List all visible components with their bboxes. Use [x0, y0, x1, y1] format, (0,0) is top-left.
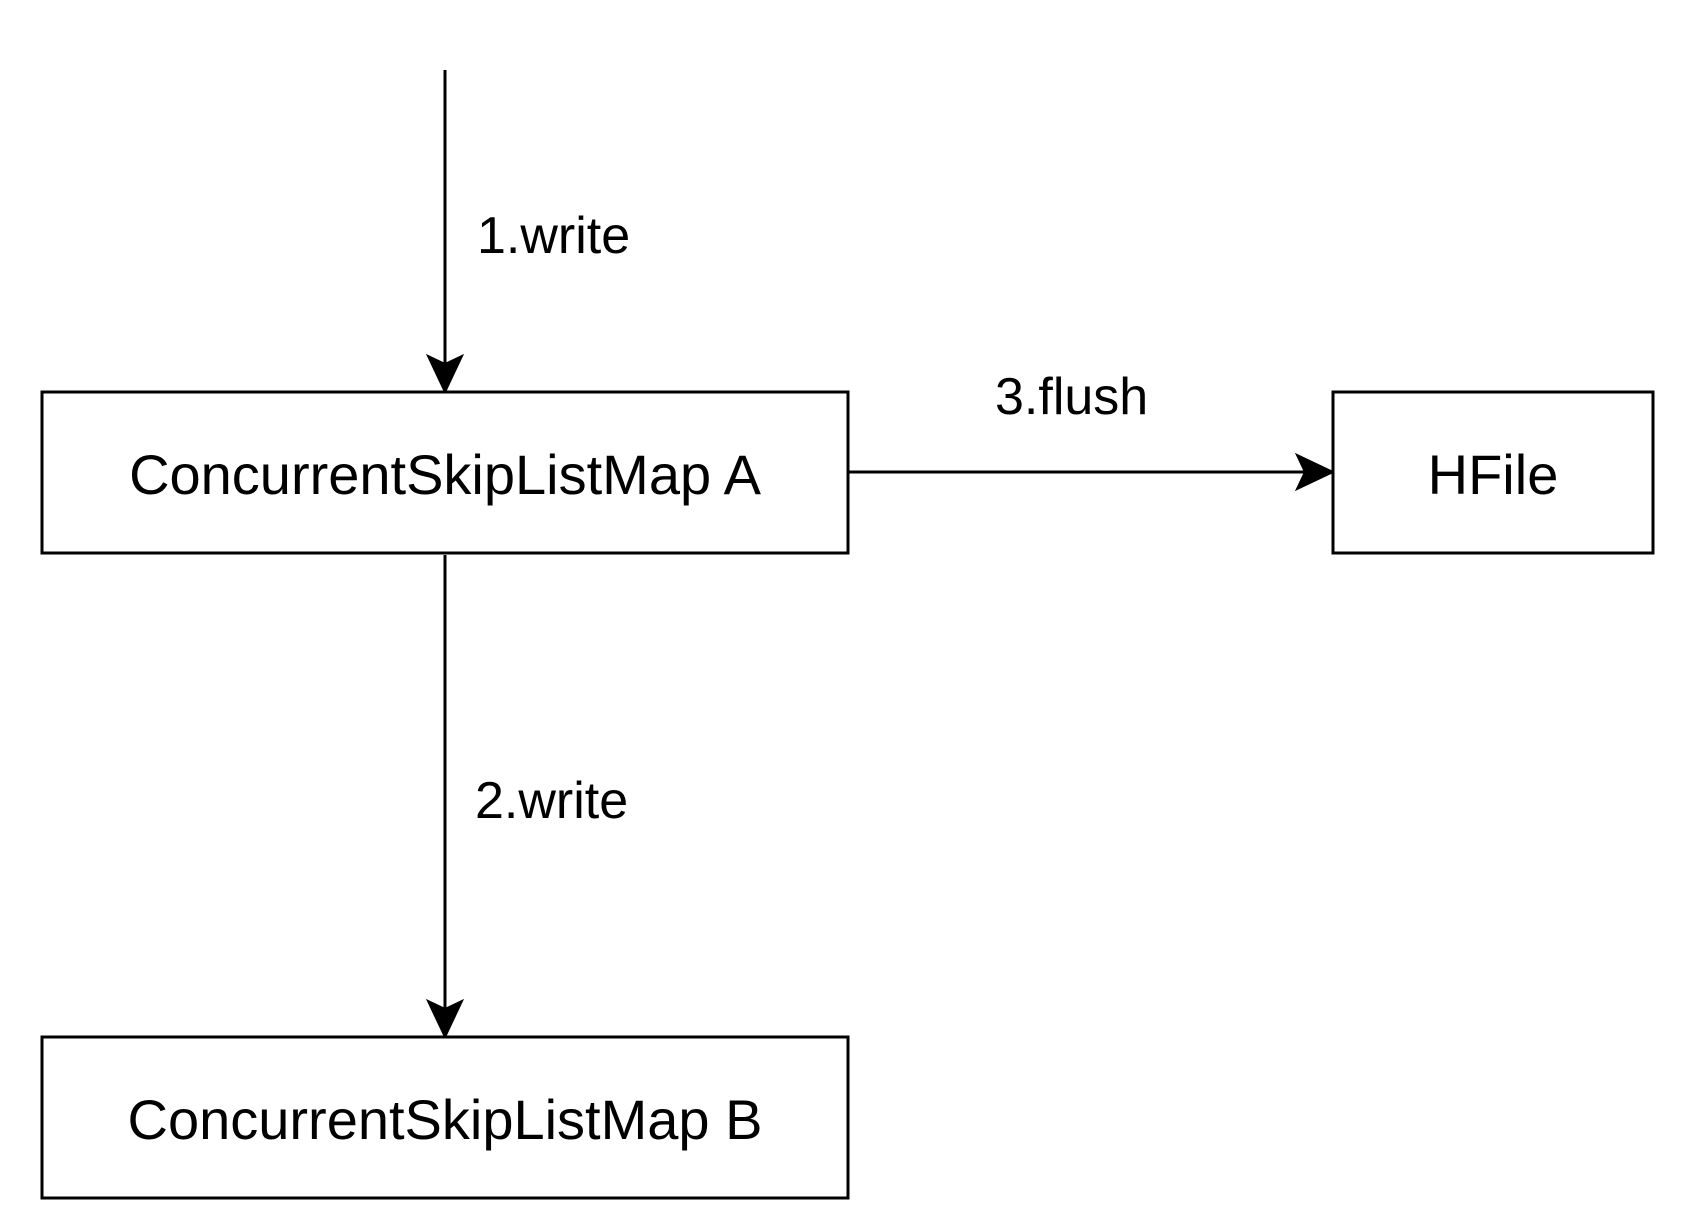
- hfile-box: [1331, 390, 1655, 555]
- flush-3-label: 3.flush: [995, 368, 1148, 426]
- edge-write-1: 1.write: [425, 70, 630, 395]
- write-2-arrowhead-icon: [425, 998, 465, 1040]
- map-a-box: [40, 390, 850, 555]
- edge-flush-3: 3.flush: [848, 368, 1336, 492]
- edge-write-2: 2.write: [425, 555, 628, 1040]
- map-a-label: ConcurrentSkipListMap A: [129, 443, 762, 506]
- map-b-box: [40, 1035, 850, 1200]
- hfile-label: HFile: [1428, 443, 1559, 506]
- node-map-a: ConcurrentSkipListMap A: [40, 390, 850, 555]
- write-1-label: 1.write: [477, 207, 630, 265]
- node-hfile: HFile: [1331, 390, 1655, 555]
- write-1-arrowhead-icon: [425, 353, 465, 395]
- write-2-label: 2.write: [475, 772, 628, 830]
- map-b-label: ConcurrentSkipListMap B: [128, 1088, 763, 1151]
- flush-3-arrowhead-icon: [1294, 452, 1336, 492]
- node-map-b: ConcurrentSkipListMap B: [40, 1035, 850, 1200]
